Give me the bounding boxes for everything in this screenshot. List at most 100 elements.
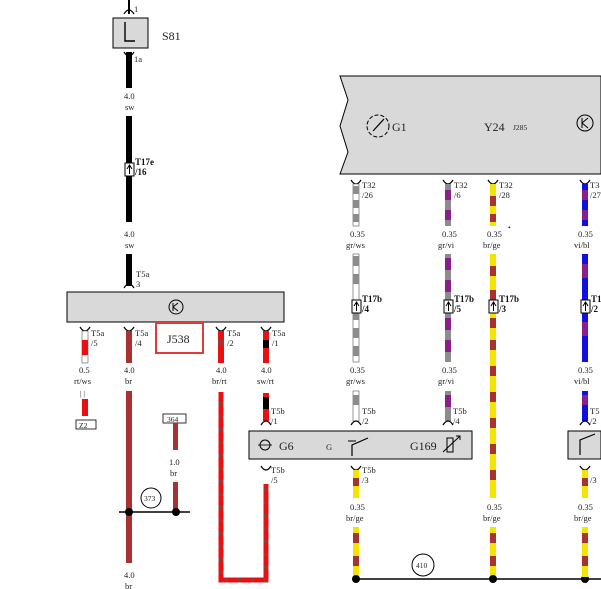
t5-r-code: T5 [590,406,599,416]
t5a-3-code: T5a [136,269,149,279]
wire-grvi-mid-size: 0.35 [442,365,457,375]
t5b-3-code: T5b [362,465,376,475]
t32-28-pin: /28 [499,190,510,200]
t5a-5-code: T5a [91,328,104,338]
wire-br-small-color: br [170,468,177,478]
wire-brrt-color: br/rt [212,376,227,386]
ref-373-circle[interactable] [140,487,162,509]
wire-vibl-lower[interactable] [582,391,588,421]
g6-label: G6 [279,439,294,453]
connector-t17b-5[interactable] [443,299,454,314]
t5a-2-pin: /2 [227,338,234,348]
connector-t17b-3[interactable] [488,299,499,314]
switch-icon [579,433,596,455]
wire-br-small-size: 1.0 [169,457,180,467]
t17b-2-code: T1 [591,294,601,304]
y24-extra-label: J285 [513,123,527,132]
j538-module[interactable] [66,291,285,323]
gauge-icon [366,114,390,138]
instrument-cluster-housing[interactable] [339,75,601,175]
t5b-3-pin: /3 [362,475,369,485]
t5a-4-pin: /4 [135,338,142,348]
wire-vibl-mid-size: 0.35 [578,365,593,375]
wire-brge-c-lower[interactable] [582,527,588,577]
g169-label: G169 [410,439,437,453]
t5b-4-pin: /4 [453,416,460,426]
wire-brge-top-size: 0.35 [487,229,502,239]
wire-brrt-upper[interactable] [218,331,224,363]
wire-grvi-top[interactable] [445,184,451,226]
wire-brge-b-color: br/ge [483,513,501,523]
ref-pipe: | | [80,389,85,398]
wire-vibl-top[interactable] [582,184,588,226]
wire-brrt-loop[interactable] [218,392,269,583]
t5a-1-pin: /1 [272,338,279,348]
wire-swrt-size: 4.0 [261,365,272,375]
t32-27-pin: /27 [590,190,601,200]
wire-sw-top-size: 4.0 [124,91,135,101]
wire-brge-b-size: 0.35 [487,502,502,512]
t32-6-pin: /6 [454,190,461,200]
wire-sw-top-color: sw [125,102,135,112]
wire-brge-a-color: br/ge [346,513,364,523]
right-sensor-module[interactable] [567,430,601,460]
s81-top-pin: 1 [134,4,138,14]
wire-rtws-lower[interactable] [82,399,88,416]
pump-icon [258,439,272,451]
potentiometer-icon [442,435,461,453]
t32-6-code: T32 [454,180,468,190]
wire-br-small-lower[interactable] [173,482,178,512]
wire-grws-mid-size: 0.35 [350,365,365,375]
g1-label: G1 [392,120,407,134]
connector-t17b-4[interactable] [351,299,362,314]
t5b-2-pin: /2 [362,416,369,426]
wire-br-bottom-size: 4.0 [124,570,135,580]
s81-fuse[interactable] [112,0,149,57]
wire-brge-top-color: br/ge [483,240,501,250]
t32-28-code: T32 [499,180,513,190]
connector-t17e[interactable] [124,162,135,177]
wire-sw-top[interactable] [126,52,132,88]
t5a-1-code: T5a [272,328,285,338]
wire-sw-mid-color: sw [125,240,135,250]
t17b-4-pin: /4 [361,304,370,314]
t5b-2-code: T5b [362,406,376,416]
wire-br-size: 4.0 [124,365,135,375]
t32-26-code: T32 [362,180,376,190]
t5a-3-pin: 3 [136,279,140,289]
wire-grws-top-size: 0.35 [350,229,365,239]
t32-27-code: T3 [590,180,599,190]
t5b-3b-pin: /3 [590,475,597,485]
wire-brge-b-lower[interactable] [490,527,496,577]
wire-br-long[interactable] [126,391,132,563]
g6-fuel-pump-module[interactable] [248,430,473,460]
wire-grws-top-color: gr/ws [346,240,365,250]
wire-vibl-mid-color: vi/bl [574,376,590,386]
j538-highlight-box[interactable] [155,322,204,354]
ref-410-circle[interactable] [411,553,435,577]
t5b-4-code: T5b [453,406,467,416]
s81-bottom-pin: 1a [134,54,142,64]
wire-br-small-upper[interactable] [173,423,178,450]
wire-grvi-mid-color: gr/vi [438,376,455,386]
wire-vibl-top-size: 0.35 [578,229,593,239]
wire-brrt-size: 4.0 [216,365,227,375]
wire-sw-lower[interactable] [126,254,132,286]
fuse-icon [124,22,135,42]
t17b-4-code: T17b [362,294,382,304]
ref-373: 373 [144,494,156,503]
ref-364: 364 [167,415,179,424]
wire-br-color: br [125,376,132,386]
ref-z2-box[interactable] [75,419,97,430]
dot-mark: • [508,223,511,232]
wire-br-upper[interactable] [126,331,132,363]
t5a-2-code: T5a [227,328,240,338]
t17b-2-pin: /2 [590,304,599,314]
wire-brge-c-size: 0.35 [578,502,593,512]
connector-t17b-2[interactable] [580,299,591,314]
wire-vibl-top-color: vi/bl [574,240,590,250]
wire-brge-a-lower[interactable] [353,527,359,577]
t17e-code: T17e [135,157,154,167]
wire-sw-mid-size: 4.0 [124,229,135,239]
wire-brge-c-color: br/ge [574,513,592,523]
